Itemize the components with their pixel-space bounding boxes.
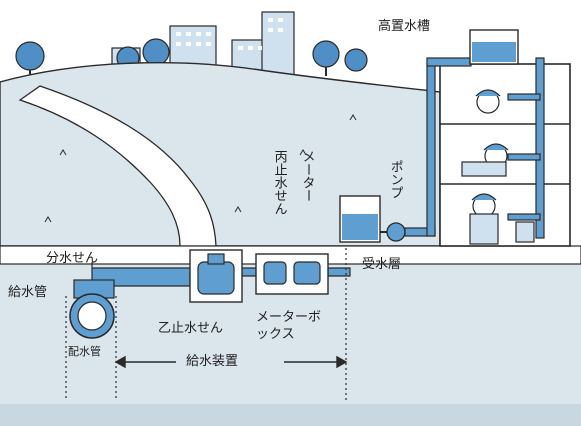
meter-box-label: メーターボックス [256, 310, 322, 342]
receiving-tank-water [342, 214, 378, 240]
hill [0, 62, 441, 247]
distribution-pipe-label: 配水管 [68, 345, 101, 358]
riser-pipes [404, 57, 545, 239]
supply-device-arrow [114, 355, 348, 369]
stop-valve-hei-label: 丙止水せん [271, 150, 287, 215]
boundary-lines [65, 248, 347, 400]
elevated-tank-water [472, 42, 516, 62]
elevated-tank-label: 高置水槽 [378, 19, 431, 34]
bottom-strip [0, 404, 581, 426]
stop-valve-hei [293, 261, 321, 285]
pump [386, 222, 406, 242]
grass-tufts [44, 114, 357, 223]
pump-label: ポンプ [387, 160, 403, 199]
distribution-pipe-bore [77, 301, 107, 331]
otsu-valve [197, 261, 235, 295]
meter-label: メーター [299, 150, 315, 202]
residents [461, 89, 535, 245]
branch-valve-label: 分水せん [46, 251, 99, 266]
supply-device-label: 給水装置 [186, 354, 239, 369]
stop-valve-otsu-label: 乙止水せん [158, 321, 224, 336]
receiving-tank-label: 受水層 [362, 257, 402, 272]
skyline-windows [176, 18, 283, 50]
meter-unit [263, 261, 287, 285]
supply-pipe-label: 給水管 [8, 285, 48, 300]
